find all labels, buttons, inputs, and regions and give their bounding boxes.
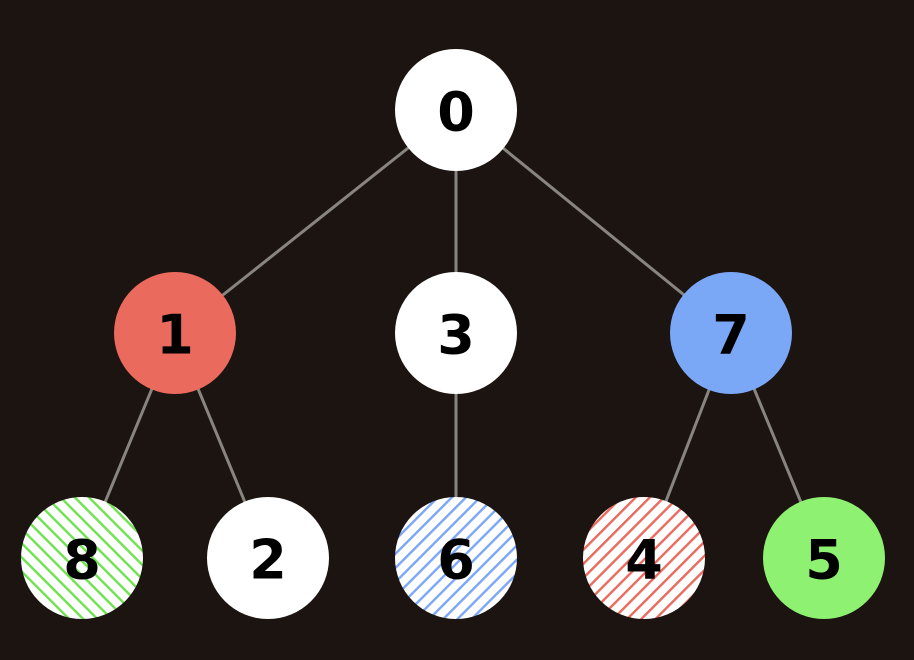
node-circle[interactable] xyxy=(583,497,705,619)
node-circle[interactable] xyxy=(207,497,329,619)
graph-node[interactable]: 0 xyxy=(395,49,517,171)
node-circle[interactable] xyxy=(395,272,517,394)
node-circle[interactable] xyxy=(114,272,236,394)
graph-node[interactable]: 6 xyxy=(395,497,517,619)
graph-node[interactable]: 8 xyxy=(21,497,143,619)
graph-node[interactable]: 7 xyxy=(670,272,792,394)
graph-node[interactable]: 5 xyxy=(763,497,885,619)
graph-node[interactable]: 2 xyxy=(207,497,329,619)
graph-node[interactable]: 1 xyxy=(114,272,236,394)
node-circle[interactable] xyxy=(395,49,517,171)
node-circle[interactable] xyxy=(395,497,517,619)
graph-node[interactable]: 3 xyxy=(395,272,517,394)
graph-node[interactable]: 4 xyxy=(583,497,705,619)
node-circle[interactable] xyxy=(21,497,143,619)
node-circle[interactable] xyxy=(763,497,885,619)
node-circle[interactable] xyxy=(670,272,792,394)
